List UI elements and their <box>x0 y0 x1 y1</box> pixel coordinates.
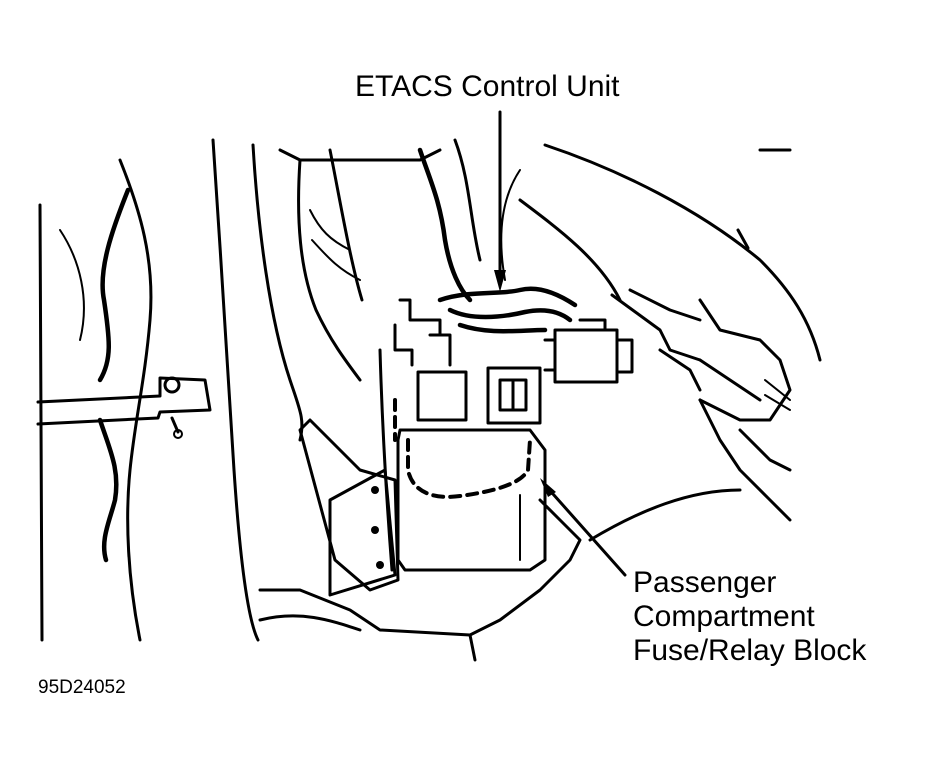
pillar-drawing <box>211 138 521 642</box>
etacs-control-unit-label: ETACS Control Unit <box>355 70 620 103</box>
leader-lines <box>494 110 627 577</box>
door-edge-drawing <box>36 158 212 642</box>
fuse-label-line-3: Fuse/Relay Block <box>633 634 867 667</box>
etacs-unit-drawing <box>393 286 634 425</box>
figure-code: 95D24052 <box>38 677 126 698</box>
fuse-relay-block-drawing <box>258 348 582 662</box>
fuse-label-line-2: Compartment <box>633 600 815 633</box>
fuse-label-line-1: Passenger <box>633 566 777 599</box>
dashboard-drawing <box>518 143 822 542</box>
fuse-relay-block-label: Passenger Compartment Fuse/Relay Block <box>633 566 866 668</box>
